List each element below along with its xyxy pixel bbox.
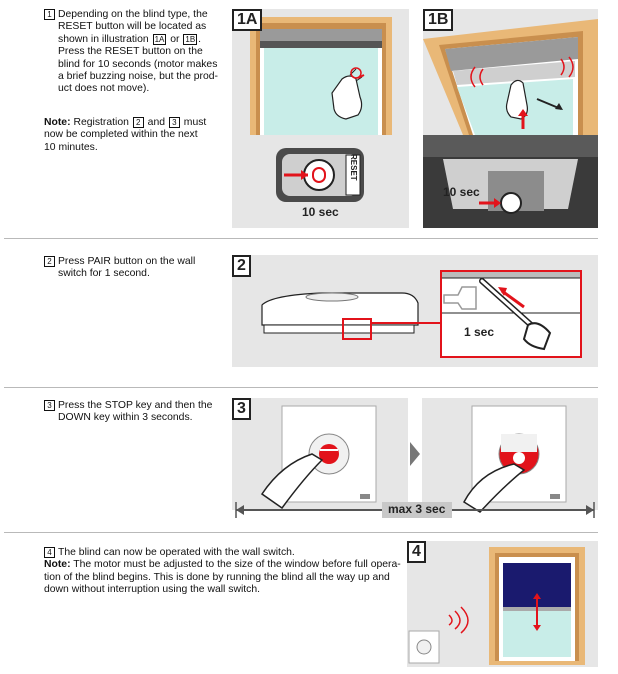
illustration-1b: 1B 10 sec bbox=[423, 9, 598, 228]
ten-sec-label-b: 10 sec bbox=[443, 185, 480, 199]
step1-line: a brief buzzing noise, but the prod- bbox=[58, 71, 218, 83]
illustration-3-graphic bbox=[232, 398, 598, 518]
illustration-4: 4 bbox=[407, 541, 598, 667]
step3-number: 3 bbox=[44, 400, 55, 411]
note-label: Note: bbox=[44, 117, 71, 128]
step4-line: The blind can now be operated with the w… bbox=[58, 547, 295, 558]
note-label: Note: bbox=[44, 559, 71, 571]
ref-1b: 1B bbox=[183, 33, 198, 45]
ref-3: 3 bbox=[168, 117, 180, 128]
note-text: and bbox=[144, 117, 168, 128]
step1-line: blind for 10 seconds (motor makes bbox=[58, 58, 218, 70]
step3-line: Press the STOP key and then the bbox=[58, 400, 213, 411]
note-text: must bbox=[180, 117, 207, 128]
step2-number: 2 bbox=[44, 256, 55, 267]
max-3-sec-label: max 3 sec bbox=[388, 502, 446, 516]
note-text: tion of the blind begins. This is done b… bbox=[44, 571, 390, 583]
step1-line: Press the RESET button on the bbox=[58, 46, 203, 58]
separator bbox=[4, 238, 598, 239]
step2-line: Press PAIR button on the wall bbox=[58, 256, 196, 267]
note-text: down without interruption using the wall… bbox=[44, 584, 261, 596]
label-1b: 1B bbox=[423, 9, 454, 31]
label-1a: 1A bbox=[232, 9, 263, 31]
step1-number: 1 bbox=[44, 9, 55, 20]
step2-line: switch for 1 second. bbox=[58, 268, 150, 280]
step1-line: or bbox=[167, 33, 183, 45]
step1-line: uct does not move). bbox=[58, 83, 150, 95]
label-3: 3 bbox=[232, 398, 251, 420]
note-text: Registration bbox=[70, 117, 132, 128]
step1-note: Note: Registration 2 and 3 must now be c… bbox=[44, 117, 229, 154]
step1-line: Depending on the blind type, the bbox=[58, 9, 208, 20]
note-text: 10 minutes. bbox=[44, 141, 98, 153]
one-sec-label: 1 sec bbox=[464, 325, 495, 339]
illustration-1a-graphic bbox=[232, 9, 409, 228]
note-text: now be completed within the next bbox=[44, 129, 198, 141]
ref-1a: 1A bbox=[152, 33, 167, 45]
illustration-2-graphic bbox=[232, 255, 598, 367]
ten-sec-label-a: 10 sec bbox=[302, 205, 339, 219]
step1-line: . bbox=[198, 33, 202, 45]
ref-2: 2 bbox=[132, 117, 144, 128]
illustration-1b-graphic bbox=[423, 9, 598, 228]
label-4: 4 bbox=[407, 541, 426, 563]
illustration-3: 3 max 3 sec bbox=[232, 398, 598, 520]
separator bbox=[4, 532, 598, 533]
illustration-2: 2 1 sec bbox=[232, 255, 598, 367]
step1-line: shown in illustration bbox=[58, 33, 152, 45]
illustration-4-graphic bbox=[407, 541, 598, 667]
step3-line: DOWN key within 3 seconds. bbox=[58, 412, 193, 424]
separator bbox=[4, 387, 598, 388]
reset-label: RESET bbox=[349, 154, 358, 181]
illustration-1a: 1A RESET 10 sec bbox=[232, 9, 409, 228]
step1-line: RESET button will be located as bbox=[58, 21, 207, 33]
note-text: The motor must be adjusted to the size o… bbox=[70, 559, 401, 571]
label-2: 2 bbox=[232, 255, 251, 277]
step4-number: 4 bbox=[44, 547, 55, 558]
